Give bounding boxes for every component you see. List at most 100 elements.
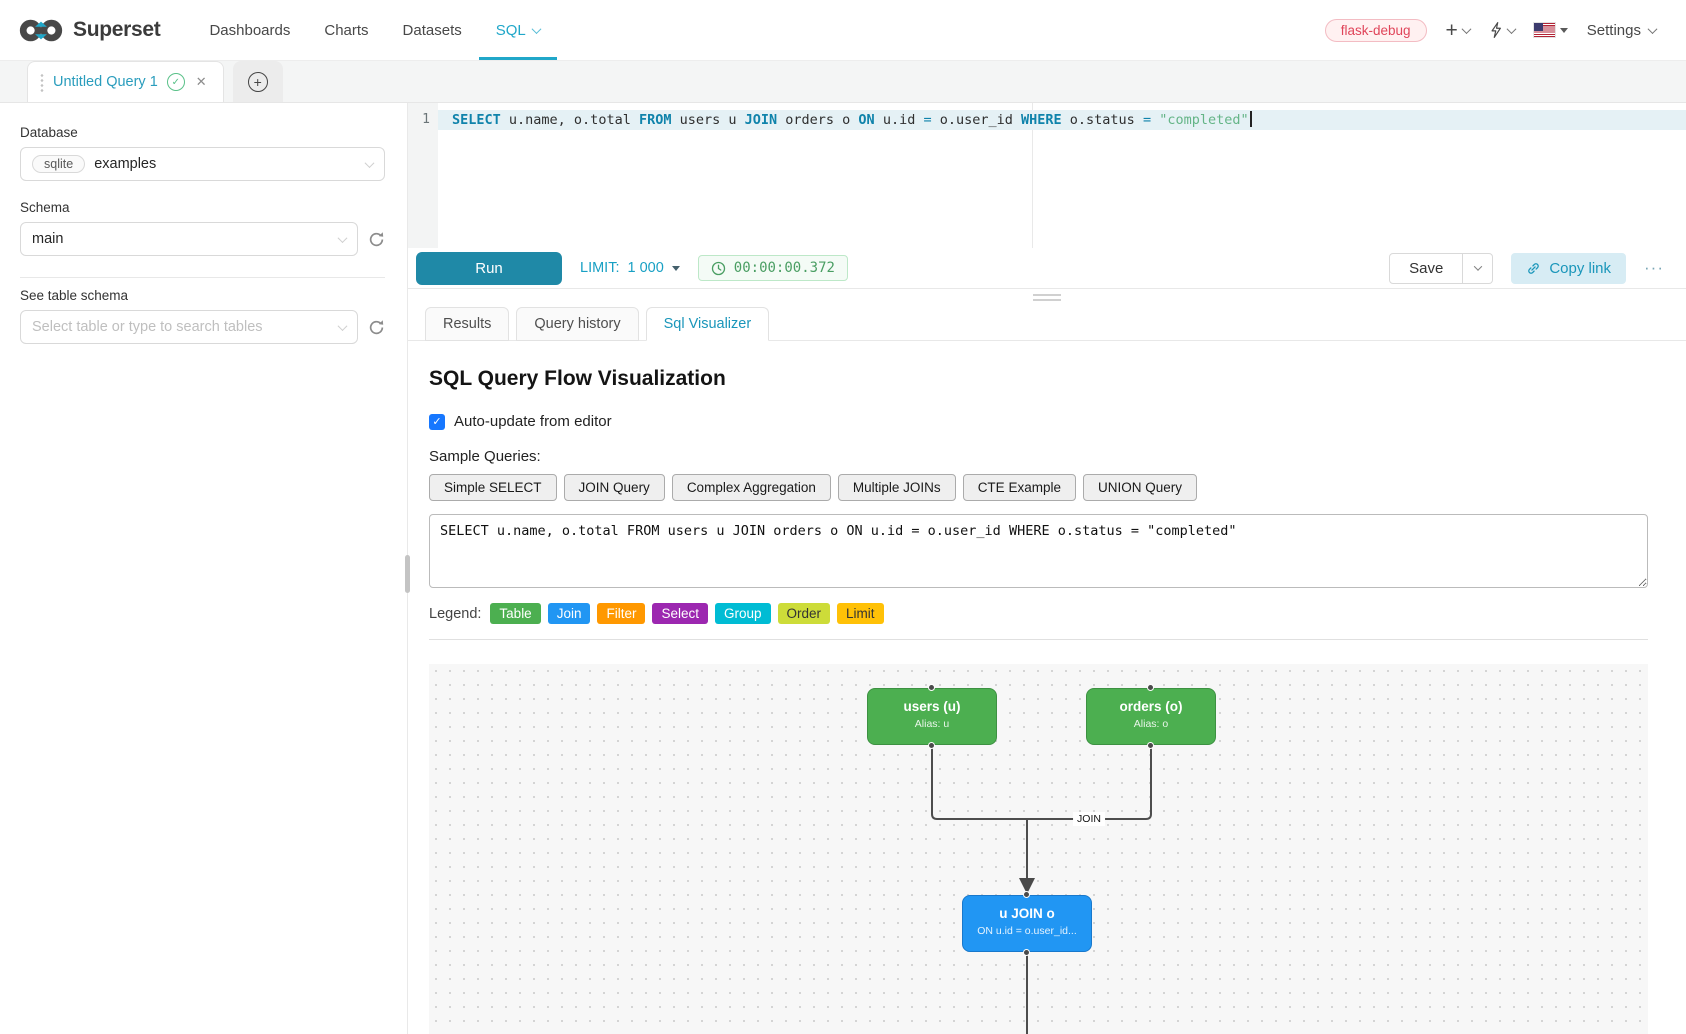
nav-item-datasets[interactable]: Datasets — [386, 0, 479, 60]
node-handle — [1147, 684, 1154, 691]
nav-item-charts[interactable]: Charts — [307, 0, 385, 60]
save-button[interactable]: Save — [1389, 252, 1464, 284]
editor-gutter: 1 — [408, 103, 438, 248]
query-input[interactable]: SELECT u.name, o.total FROM users u JOIN… — [429, 514, 1648, 588]
save-split-button: Save — [1389, 252, 1494, 284]
refresh-icon — [369, 319, 384, 334]
sample-queries-label: Sample Queries: — [429, 448, 541, 465]
text-cursor — [1249, 111, 1252, 127]
sample-query-button-cte-example[interactable]: CTE Example — [962, 474, 1076, 501]
visualizer-panel: SQL Query Flow Visualization ✓ Auto-upda… — [408, 341, 1686, 1034]
node-handle — [928, 742, 935, 749]
editor-toolbar: Run LIMIT: 1 000 00:00:00.372 Save — [408, 248, 1686, 289]
query-timer: 00:00:00.372 — [697, 255, 848, 281]
query-search-button[interactable] — [1489, 21, 1517, 39]
nav-item-dashboards[interactable]: Dashboards — [192, 0, 307, 60]
more-actions-button[interactable]: ··· — [1644, 258, 1664, 277]
table-schema-label: See table schema — [20, 288, 129, 303]
language-picker[interactable] — [1532, 22, 1568, 38]
node-handle — [1147, 742, 1154, 749]
add-tab-area: + — [232, 61, 283, 102]
sql-token: orders o — [777, 112, 859, 128]
node-handle — [1023, 949, 1030, 956]
active-line-highlight — [438, 110, 1686, 130]
new-tab-button[interactable]: + — [247, 71, 268, 92]
nav-item-label: Datasets — [402, 21, 462, 39]
database-select[interactable]: sqlite examples — [20, 147, 385, 181]
brand-name: Superset — [73, 18, 161, 41]
node-handle — [1023, 891, 1030, 898]
main-split: Database sqlite examples Schema main — [0, 103, 1686, 1034]
sample-query-button-join-query[interactable]: JOIN Query — [563, 474, 665, 501]
nav-item-sql[interactable]: SQL — [479, 0, 557, 60]
line-number: 1 — [422, 112, 430, 127]
sample-query-button-union-query[interactable]: UNION Query — [1082, 474, 1197, 501]
southpane-resize-handle[interactable] — [1033, 294, 1061, 304]
flow-node-orders-o-[interactable]: orders (o)Alias: o — [1086, 684, 1216, 749]
settings-label: Settings — [1586, 21, 1641, 39]
node-title: u JOIN o — [999, 906, 1055, 921]
copy-link-button[interactable]: Copy link — [1511, 252, 1627, 284]
sql-token: WHERE — [1021, 112, 1062, 128]
sample-query-button-multiple-joins[interactable]: Multiple JOINs — [837, 474, 956, 501]
editor-pane: 1 SELECT u.name, o.total FROM users u JO… — [408, 103, 1686, 1034]
drag-handle-icon[interactable] — [40, 72, 44, 92]
close-tab-icon[interactable]: ✕ — [195, 74, 207, 89]
nav-item-label: Charts — [324, 21, 369, 39]
sidebar-resize-handle[interactable] — [405, 555, 410, 593]
chevron-down-icon — [1461, 23, 1472, 34]
legend-badge-select: Select — [652, 603, 708, 624]
db-engine-pill: sqlite — [32, 155, 86, 173]
refresh-tables-button[interactable] — [368, 319, 385, 336]
infinity-logo-icon — [19, 19, 63, 41]
saved-check-icon: ✓ — [166, 73, 185, 91]
database-label: Database — [20, 125, 78, 140]
main-nav-menu: Dashboards Charts Datasets SQL — [192, 0, 556, 60]
node-title: orders (o) — [1119, 699, 1183, 714]
node-title: users (u) — [903, 699, 961, 714]
limit-dropdown[interactable]: LIMIT: 1 000 — [580, 260, 680, 276]
refresh-schemas-button[interactable] — [368, 231, 385, 248]
sql-token: ON — [858, 112, 875, 128]
auto-update-label: Auto-update from editor — [454, 413, 612, 430]
sql-token: u.name, o.total — [500, 112, 639, 128]
schema-select[interactable]: main — [20, 222, 358, 256]
table-select-placeholder: Select table or type to search tables — [32, 319, 263, 335]
save-options-button[interactable] — [1463, 252, 1494, 284]
table-select[interactable]: Select table or type to search tables — [20, 310, 358, 344]
chevron-down-icon — [1473, 262, 1483, 271]
tab-results[interactable]: Results — [425, 307, 510, 341]
legend-badge-order: Order — [777, 603, 831, 624]
legend-label: Legend: — [429, 605, 482, 622]
nav-item-label: Dashboards — [209, 21, 291, 39]
sql-editor[interactable]: 1 SELECT u.name, o.total FROM users u JO… — [408, 103, 1686, 248]
timer-value: 00:00:00.372 — [733, 260, 835, 276]
limit-value: 1 000 — [627, 260, 664, 276]
settings-menu[interactable]: Settings — [1586, 21, 1658, 39]
legend-badge-limit: Limit — [837, 603, 884, 624]
tab-sql-visualizer[interactable]: Sql Visualizer — [645, 307, 770, 341]
auto-update-checkbox[interactable]: ✓ — [429, 413, 445, 430]
limit-label: LIMIT: — [580, 260, 620, 276]
superset-logo[interactable]: Superset — [18, 0, 170, 60]
sample-query-button-simple-select[interactable]: Simple SELECT — [429, 474, 557, 501]
new-item-button[interactable]: + — [1445, 18, 1472, 42]
run-button[interactable]: Run — [416, 251, 562, 285]
sql-token: "completed" — [1159, 112, 1249, 128]
sql-token — [1151, 112, 1159, 128]
schema-label: Schema — [20, 200, 70, 215]
plus-icon: + — [1445, 18, 1458, 42]
caret-down-icon — [1559, 27, 1568, 33]
sample-query-button-complex-aggregation[interactable]: Complex Aggregation — [671, 474, 831, 501]
sql-token: u.id — [874, 112, 924, 128]
node-handle — [928, 684, 935, 691]
query-tab[interactable]: Untitled Query 1 ✓ ✕ — [27, 61, 224, 102]
sql-code-line: SELECT u.name, o.total FROM users u JOIN… — [452, 110, 1252, 130]
flow-node-users-u-[interactable]: users (u)Alias: u — [867, 684, 997, 749]
chevron-down-icon — [337, 320, 348, 331]
tab-query-history[interactable]: Query history — [516, 307, 639, 341]
